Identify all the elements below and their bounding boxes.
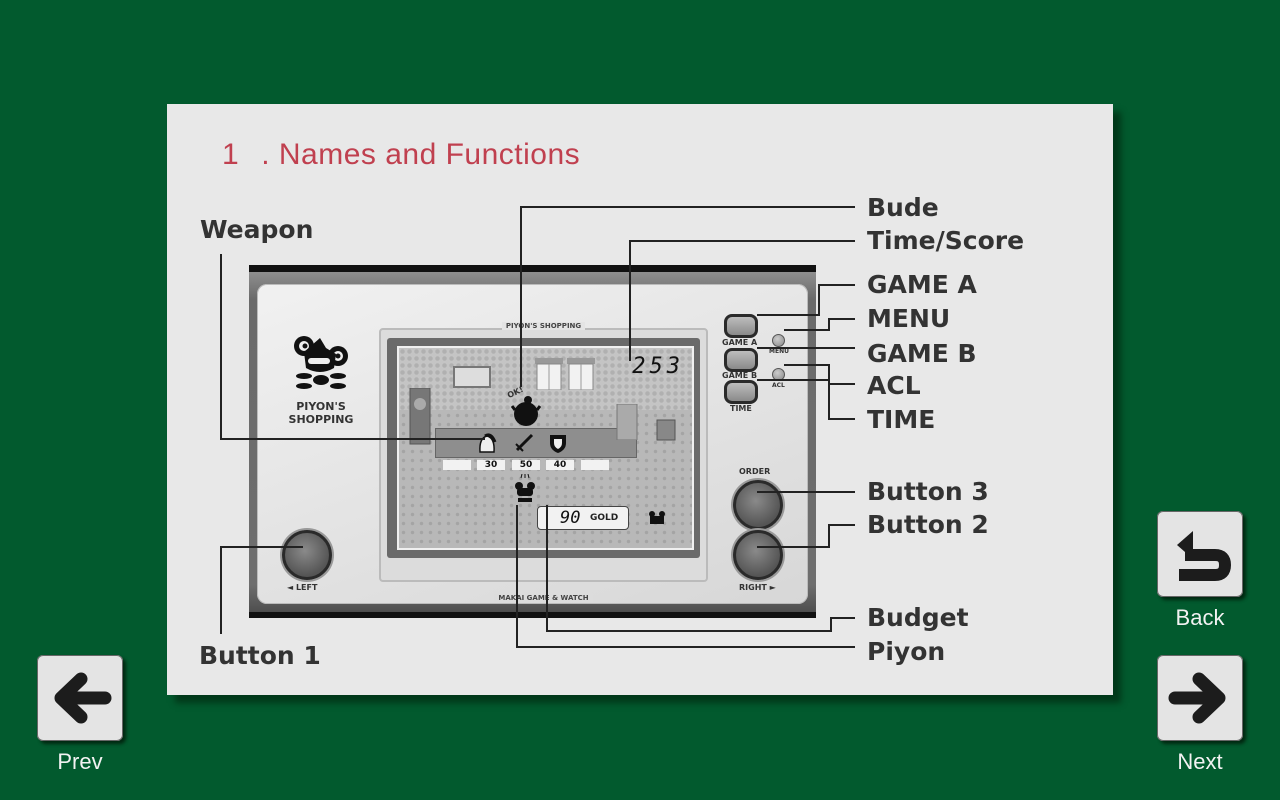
page-title: 1 . Names and Functions bbox=[222, 138, 580, 172]
screen-title: PIYON'S SHOPPING bbox=[381, 322, 706, 330]
order-label: ORDER bbox=[739, 467, 771, 476]
label-button2: Button 2 bbox=[867, 510, 989, 539]
right-button[interactable] bbox=[733, 530, 783, 580]
logo-text: PIYON'S SHOPPING bbox=[288, 400, 354, 426]
price-slot: 50 bbox=[512, 460, 540, 470]
left-label: ◄ LEFT bbox=[287, 583, 318, 592]
time-button[interactable] bbox=[724, 380, 758, 404]
lcd-screen: 253 OK! bbox=[397, 346, 694, 550]
windows-icon bbox=[535, 358, 595, 390]
acl-button[interactable] bbox=[772, 368, 785, 381]
left-button[interactable] bbox=[282, 530, 332, 580]
label-game-b: GAME B bbox=[867, 339, 977, 368]
menu-label: MENU bbox=[769, 348, 789, 355]
shop-counter bbox=[435, 428, 637, 458]
back-button[interactable] bbox=[1157, 511, 1243, 597]
section-title: . Names and Functions bbox=[261, 138, 581, 171]
piyon-mini-icon bbox=[649, 511, 665, 524]
order-button[interactable] bbox=[733, 480, 783, 530]
label-time-score: Time/Score bbox=[867, 226, 1025, 255]
prev-button[interactable] bbox=[37, 655, 123, 741]
price-slot: 40 bbox=[546, 460, 574, 470]
sword-weapon-icon bbox=[515, 433, 534, 452]
screen-frame: PIYON'S SHOPPING 253 bbox=[379, 322, 708, 602]
device-face: PIYON'S SHOPPING PIYON'S SHOPPING bbox=[257, 284, 808, 604]
time-label: TIME bbox=[730, 404, 752, 413]
chair-icon bbox=[656, 419, 676, 441]
manual-page: 1. Names and Functions PIYON'S bbox=[167, 104, 1113, 695]
device-body: PIYON'S SHOPPING PIYON'S SHOPPING bbox=[249, 272, 816, 612]
screen-footer: MAKAI GAME & WATCH bbox=[381, 594, 706, 602]
game-b-button[interactable] bbox=[724, 348, 758, 372]
clock-icon bbox=[409, 388, 431, 445]
label-game-a: GAME A bbox=[867, 270, 977, 299]
game-a-button[interactable] bbox=[724, 314, 758, 338]
label-menu: MENU bbox=[867, 304, 951, 333]
game-a-label: GAME A bbox=[722, 338, 758, 347]
label-budget: Budget bbox=[867, 603, 969, 632]
piyon-logo-icon bbox=[294, 336, 348, 389]
label-bude: Bude bbox=[867, 193, 939, 222]
score-display: 253 bbox=[632, 354, 684, 379]
lcd-bezel: 253 OK! bbox=[387, 338, 700, 558]
label-acl: ACL bbox=[867, 371, 921, 400]
painting-icon bbox=[453, 366, 491, 388]
label-button1: Button 1 bbox=[199, 641, 321, 670]
game-b-label: GAME B bbox=[722, 371, 758, 380]
acl-label: ACL bbox=[772, 382, 785, 389]
gold-unit: GOLD bbox=[590, 513, 619, 523]
price-slot bbox=[443, 460, 471, 470]
price-slot bbox=[581, 460, 609, 470]
piyon-player-icon bbox=[515, 474, 535, 502]
prev-label: Prev bbox=[57, 749, 103, 774]
arrow-right-icon bbox=[1168, 672, 1226, 724]
helmet-weapon-icon bbox=[479, 433, 497, 453]
undo-arrow-icon bbox=[1177, 531, 1231, 581]
next-label: Next bbox=[1177, 749, 1223, 774]
bude-shopkeeper-icon bbox=[511, 396, 541, 426]
game-and-watch-device: PIYON'S SHOPPING PIYON'S SHOPPING bbox=[249, 265, 816, 618]
door-icon bbox=[616, 404, 638, 440]
right-label: RIGHT ► bbox=[739, 583, 776, 592]
game-logo: PIYON'S SHOPPING bbox=[281, 334, 361, 426]
label-piyon: Piyon bbox=[867, 637, 946, 666]
section-number: 1 bbox=[222, 138, 240, 171]
arrow-left-icon bbox=[54, 672, 112, 724]
price-slot: 30 bbox=[477, 460, 505, 470]
budget-display: 90 GOLD bbox=[537, 506, 629, 530]
back-label: Back bbox=[1175, 605, 1225, 630]
label-button3: Button 3 bbox=[867, 477, 989, 506]
shield-weapon-icon bbox=[550, 435, 566, 453]
menu-button[interactable] bbox=[772, 334, 785, 347]
gold-value: 90 bbox=[560, 508, 581, 528]
label-time: TIME bbox=[867, 405, 936, 434]
label-weapon: Weapon bbox=[200, 215, 314, 244]
next-button[interactable] bbox=[1157, 655, 1243, 741]
